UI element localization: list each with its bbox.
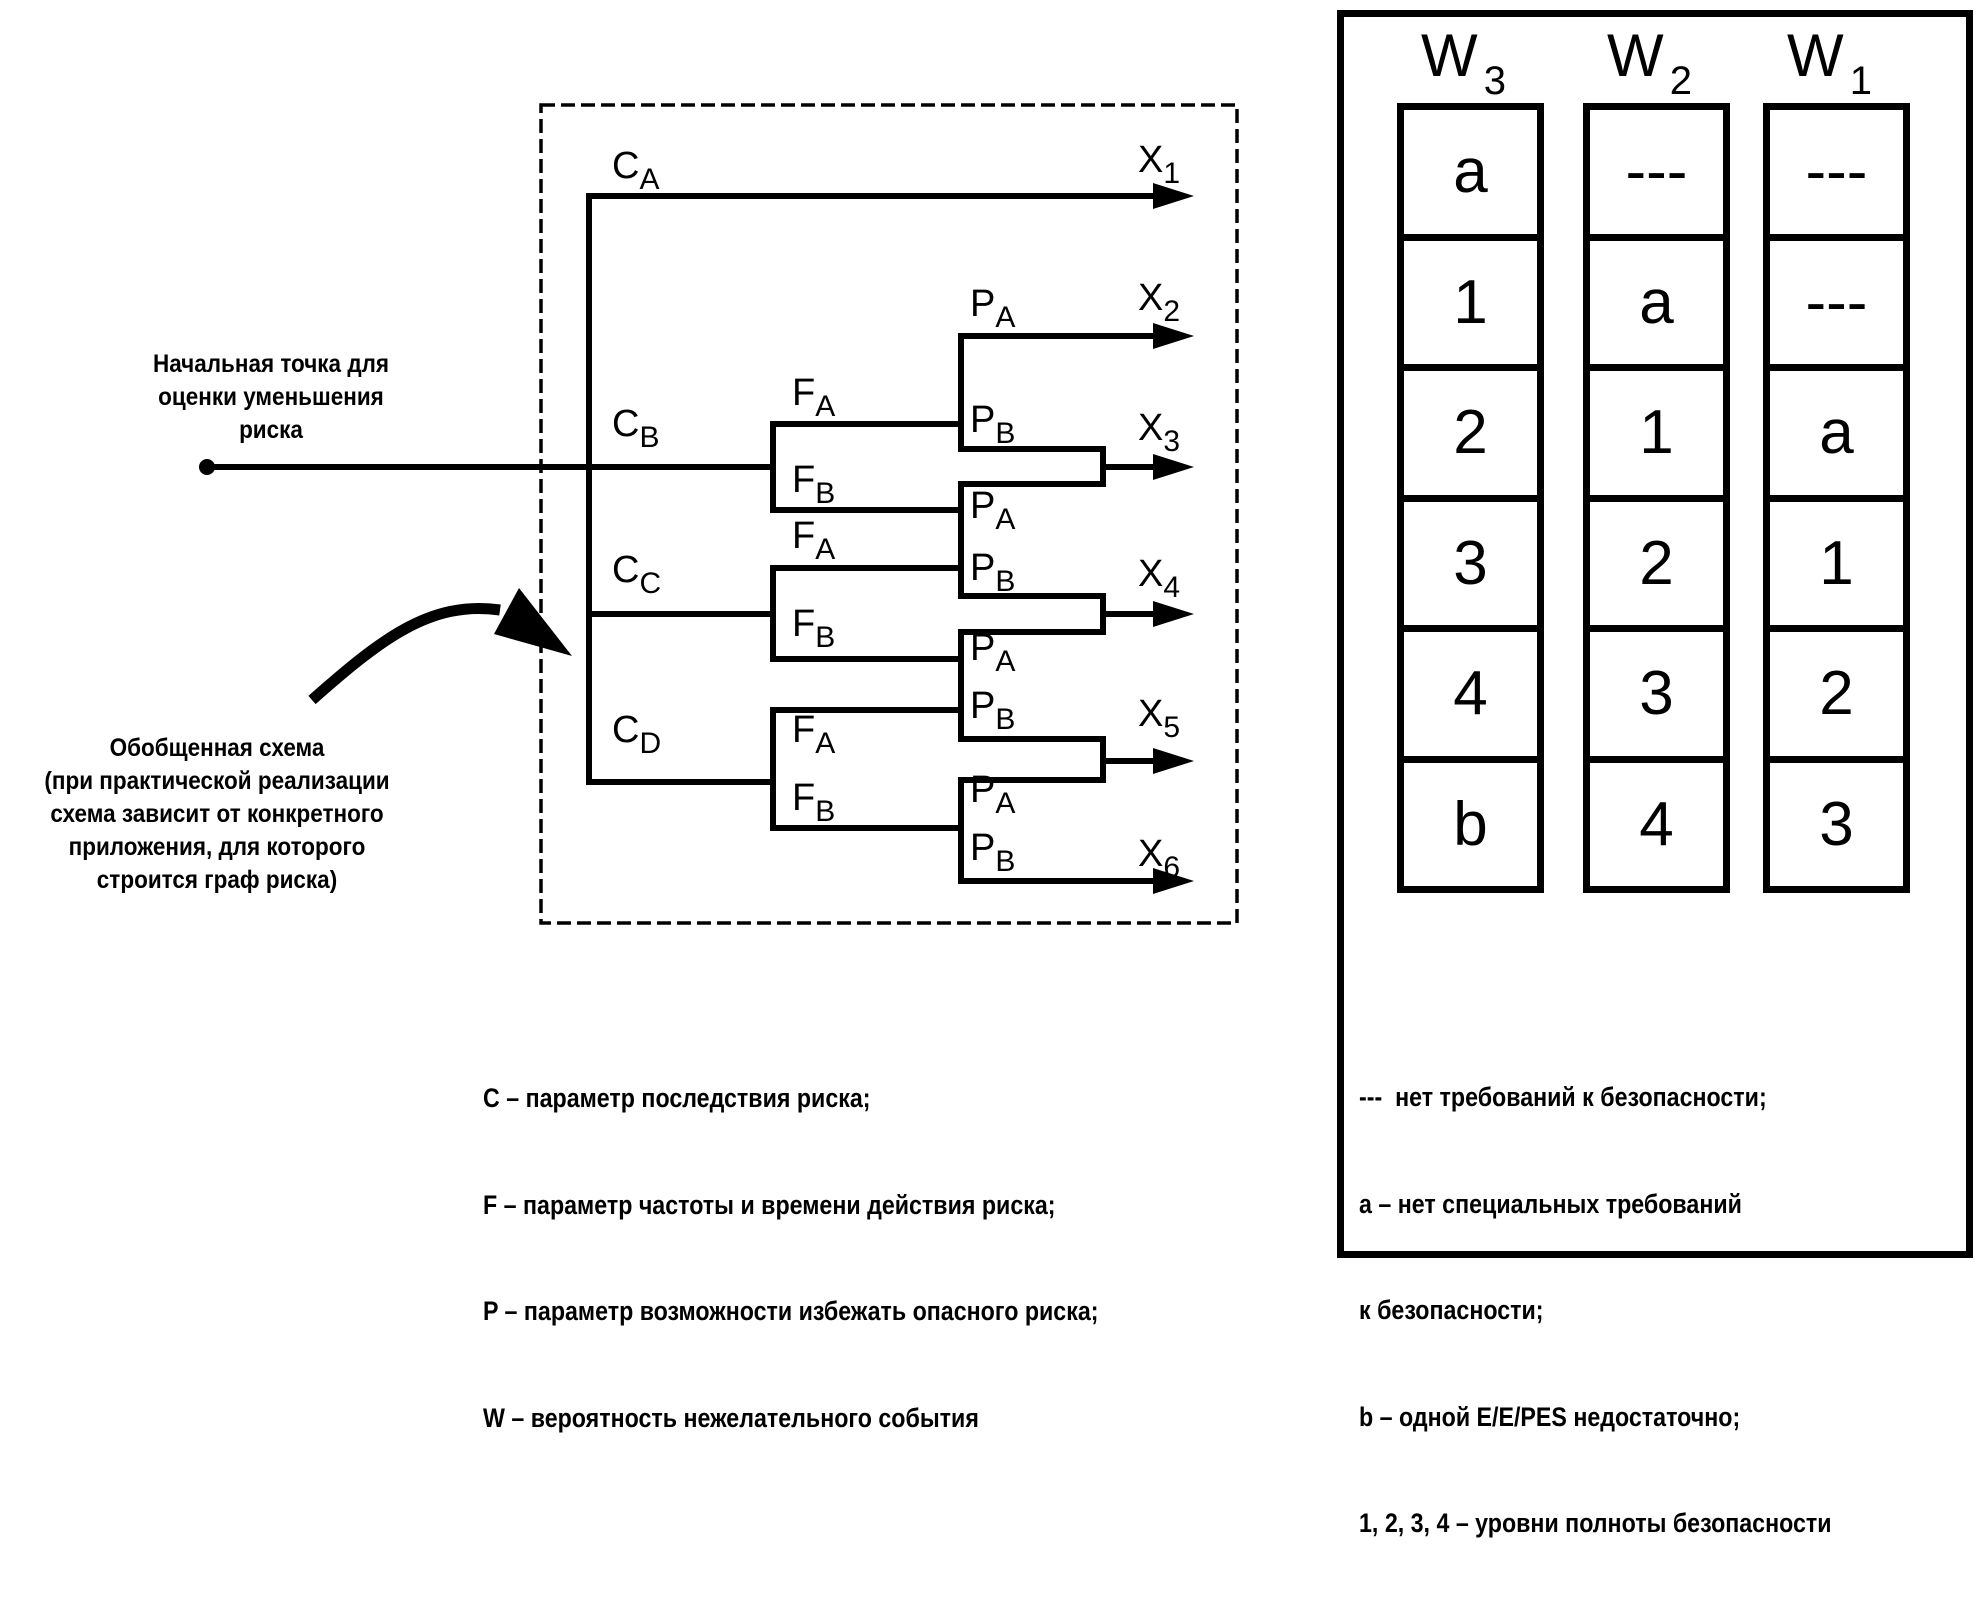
cd-f-split <box>770 707 961 831</box>
w-header-sub: 2 <box>1669 59 1692 103</box>
cc-f-split <box>770 565 961 662</box>
c-label: CA <box>612 145 659 196</box>
w-cell: b <box>1397 755 1544 893</box>
generic-scheme-note: Обобщенная схема (при практической реали… <box>24 732 411 897</box>
x-label: X5 <box>1138 693 1180 744</box>
w-cell: 3 <box>1397 494 1544 632</box>
note-line: Обобщенная схема <box>109 734 325 762</box>
start-point-dot <box>199 459 215 475</box>
w-cell: --- <box>1583 103 1730 241</box>
w-cell: --- <box>1763 103 1910 241</box>
p-label: PA <box>970 283 1015 334</box>
note-line: (при практической реализации <box>44 767 390 795</box>
w-header-main: W <box>1421 22 1478 89</box>
w-cell: --- <box>1763 233 1910 371</box>
p-label: PB <box>970 685 1015 736</box>
f-label: FB <box>792 603 835 654</box>
w-cell: 3 <box>1583 625 1730 763</box>
w-cell: a <box>1397 103 1544 241</box>
w-header-main: W <box>1607 22 1664 89</box>
w-cell: 3 <box>1763 755 1910 893</box>
c-label: CB <box>612 403 659 454</box>
c-label: CD <box>612 709 661 760</box>
legend-line: W – вероятность нежелательного события <box>483 1402 979 1433</box>
f-label: FB <box>792 459 835 510</box>
w-cell: 1 <box>1397 233 1544 371</box>
w-cell: 4 <box>1583 755 1730 893</box>
x-label: X3 <box>1138 407 1180 458</box>
arrow-x5-icon <box>1153 748 1194 774</box>
p-label: PA <box>970 769 1015 820</box>
w-table-legend: --- нет требований к безопасности; a – н… <box>1359 1009 1832 1613</box>
legend-line: b – одной E/E/PES недостаточно; <box>1359 1401 1741 1432</box>
start-point-note: Начальная точка для оценки уменьшения ри… <box>127 348 415 447</box>
note-line: строится граф риска) <box>96 866 338 894</box>
generic-scheme-boundary <box>539 103 1239 925</box>
p-label: PA <box>970 627 1015 678</box>
w-cell: 1 <box>1763 494 1910 632</box>
legend-line: к безопасности; <box>1359 1295 1544 1325</box>
arrow-x3-icon <box>1153 454 1194 480</box>
w-header-sub: 1 <box>1849 59 1872 103</box>
legend-line: --- нет требований к безопасности; <box>1359 1082 1767 1112</box>
legend-line: a – нет специальных требований <box>1359 1188 1742 1219</box>
arrow-x1-icon <box>1153 183 1194 209</box>
w-header-main: W <box>1787 22 1844 89</box>
p-label: PB <box>970 547 1015 598</box>
x-label: X6 <box>1138 833 1180 884</box>
w-cell: 2 <box>1397 364 1544 502</box>
c-branch-lines <box>586 193 1155 785</box>
arrow-x4-icon <box>1153 601 1194 627</box>
f-label: FA <box>792 372 835 423</box>
f-label: FA <box>792 709 835 760</box>
w-cell: 2 <box>1583 494 1730 632</box>
p-label: PA <box>970 485 1015 536</box>
x-label: X2 <box>1138 277 1180 328</box>
note-line: риска <box>239 416 303 444</box>
legend-line: F – параметр частоты и времени действия … <box>483 1189 1056 1220</box>
parameter-legend: C – параметр последствия риска; F – пара… <box>483 1010 1098 1472</box>
w-cell: 1 <box>1583 364 1730 502</box>
w-cell: 4 <box>1397 625 1544 763</box>
note-line: Начальная точка для <box>152 350 390 378</box>
f-label: FA <box>792 515 835 566</box>
note-line: приложения, для которого <box>68 833 366 861</box>
note-line: схема зависит от конкретного <box>50 800 384 828</box>
x-label: X4 <box>1138 553 1180 604</box>
f-label: FB <box>792 777 835 828</box>
w-header-sub: 3 <box>1483 59 1506 103</box>
legend-line: C – параметр последствия риска; <box>483 1083 871 1113</box>
x-label: X1 <box>1138 139 1180 190</box>
curved-arrowhead-icon <box>494 588 572 656</box>
arrow-x6-icon <box>1153 868 1194 894</box>
cb-f-split <box>770 421 961 513</box>
note-line: оценки уменьшения <box>158 383 384 411</box>
arrow-x2-icon <box>1153 323 1194 349</box>
legend-line: 1, 2, 3, 4 – уровни полноты безопасности <box>1359 1508 1832 1538</box>
w-cell: a <box>1583 233 1730 371</box>
risk-graph: CACBCCCDFAFBFAFBFAFBPAPBPAPBPAPBPAPBX1X2… <box>199 103 1239 925</box>
c-label: CC <box>612 549 661 600</box>
w-cell: 2 <box>1763 625 1910 763</box>
curved-pointer-arrow <box>308 603 501 705</box>
legend-line: P – параметр возможности избежать опасно… <box>483 1296 1099 1326</box>
p-label: PB <box>970 399 1015 450</box>
p-label: PB <box>970 827 1015 878</box>
w-cell: a <box>1763 364 1910 502</box>
